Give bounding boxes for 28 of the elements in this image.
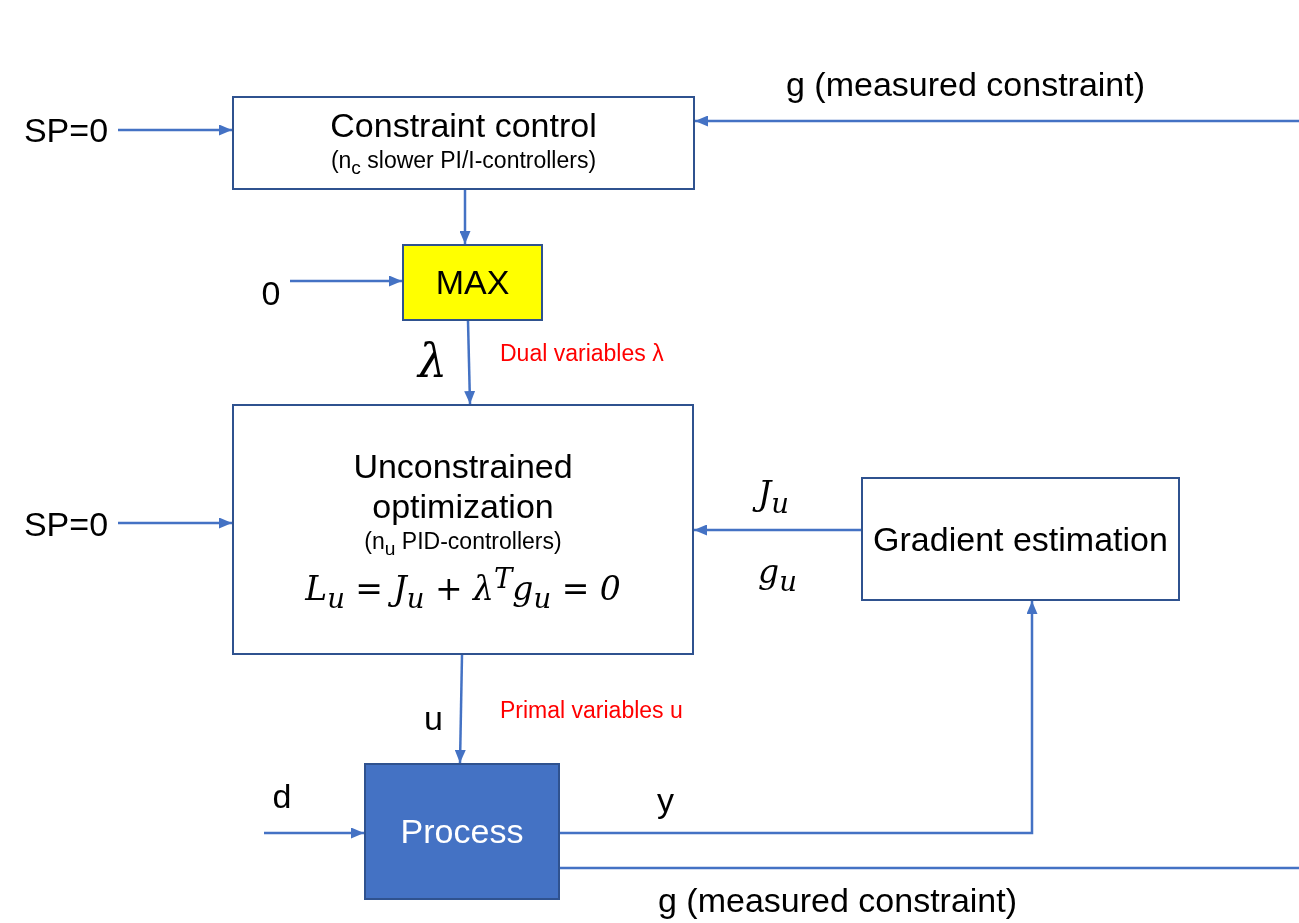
process-box: [232, 96, 695, 190]
connector-line: [560, 866, 1299, 870]
arrow: [118, 124, 232, 136]
box-title: Gradient estimation: [873, 518, 1168, 560]
arrow: [454, 654, 466, 764]
equation: L$_{u}$ = J$_{u}$ + λ$^{T}$g$_{u}$ = 0: [305, 561, 621, 614]
input-label: d: [262, 776, 302, 833]
box-subtitle: (n$_{u}$ PID-controllers): [364, 527, 562, 561]
process-box: [232, 404, 694, 655]
input-label: 0: [252, 268, 290, 318]
box-title: MAX: [435, 262, 510, 303]
max-block: [402, 244, 543, 321]
arrow: [694, 524, 861, 536]
input-label: SP=0: [14, 500, 118, 548]
arrow: [118, 517, 232, 529]
arrow: [459, 190, 471, 244]
process-block: [364, 763, 560, 900]
box-title: Unconstrained optimization: [352, 445, 574, 528]
box-subtitle: (n$_{c}$ slower PI/I-controllers): [330, 146, 597, 180]
arrow: [262, 827, 364, 839]
arrow: [290, 275, 402, 287]
input-label: SP=0: [14, 106, 118, 154]
arrow: [560, 601, 1038, 835]
arrow: [695, 115, 1299, 127]
process-box: [861, 477, 1180, 601]
box-title: Constraint control: [330, 105, 597, 147]
box-title: Process: [400, 811, 524, 852]
arrow: [464, 320, 476, 405]
